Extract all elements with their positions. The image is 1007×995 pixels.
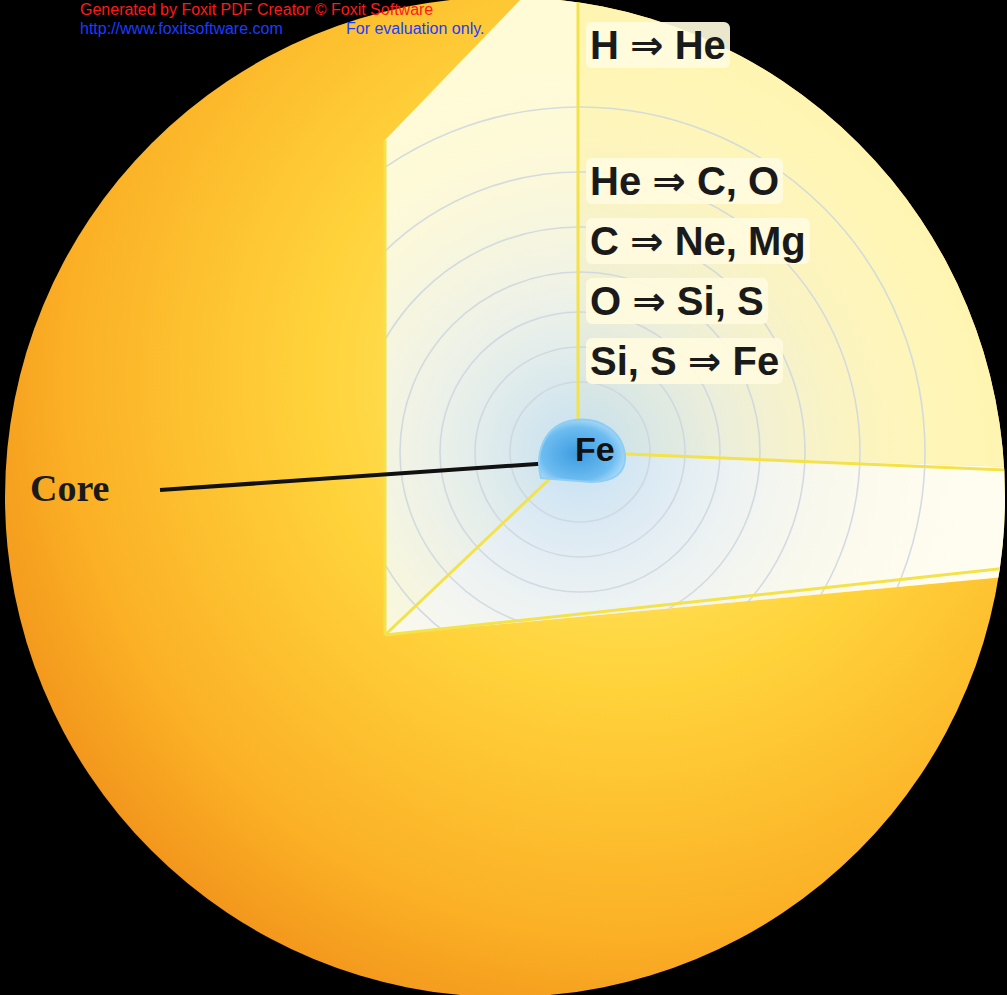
watermark: http://www.foxitsoftware.com	[80, 20, 283, 38]
leader-arrow	[160, 462, 566, 490]
shell-label: Si, S ⇒ Fe	[586, 338, 783, 384]
callout-label: Core	[30, 466, 110, 510]
element-label: Fe	[575, 430, 615, 468]
cutaway	[160, 0, 1007, 872]
watermark: Generated by Foxit PDF Creator © Foxit S…	[80, 1, 433, 19]
watermark: For evaluation only.	[346, 20, 484, 38]
star-sphere	[5, 0, 1005, 995]
core-blob: Fe	[535, 414, 627, 484]
shells	[160, 32, 1000, 872]
cut-edges	[385, 0, 1007, 635]
shell-label: C ⇒ Ne, Mg	[586, 218, 810, 264]
shell-label: H ⇒ He	[586, 22, 730, 68]
shell-label: O ⇒ Si, S	[586, 278, 768, 324]
shell-label: He ⇒ C, O	[586, 158, 783, 204]
